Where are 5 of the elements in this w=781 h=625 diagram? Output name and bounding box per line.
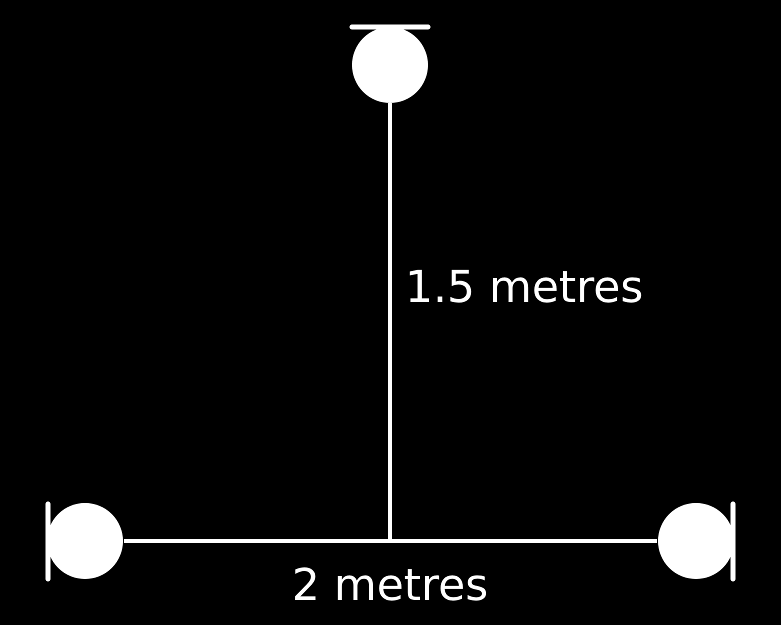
- dimension-label: 2 metres: [292, 564, 488, 608]
- circle-marker: [657, 503, 736, 580]
- dimension-label: 1.5 metres: [405, 266, 644, 310]
- circle-marker: [45, 503, 124, 580]
- circle-marker: [350, 24, 430, 103]
